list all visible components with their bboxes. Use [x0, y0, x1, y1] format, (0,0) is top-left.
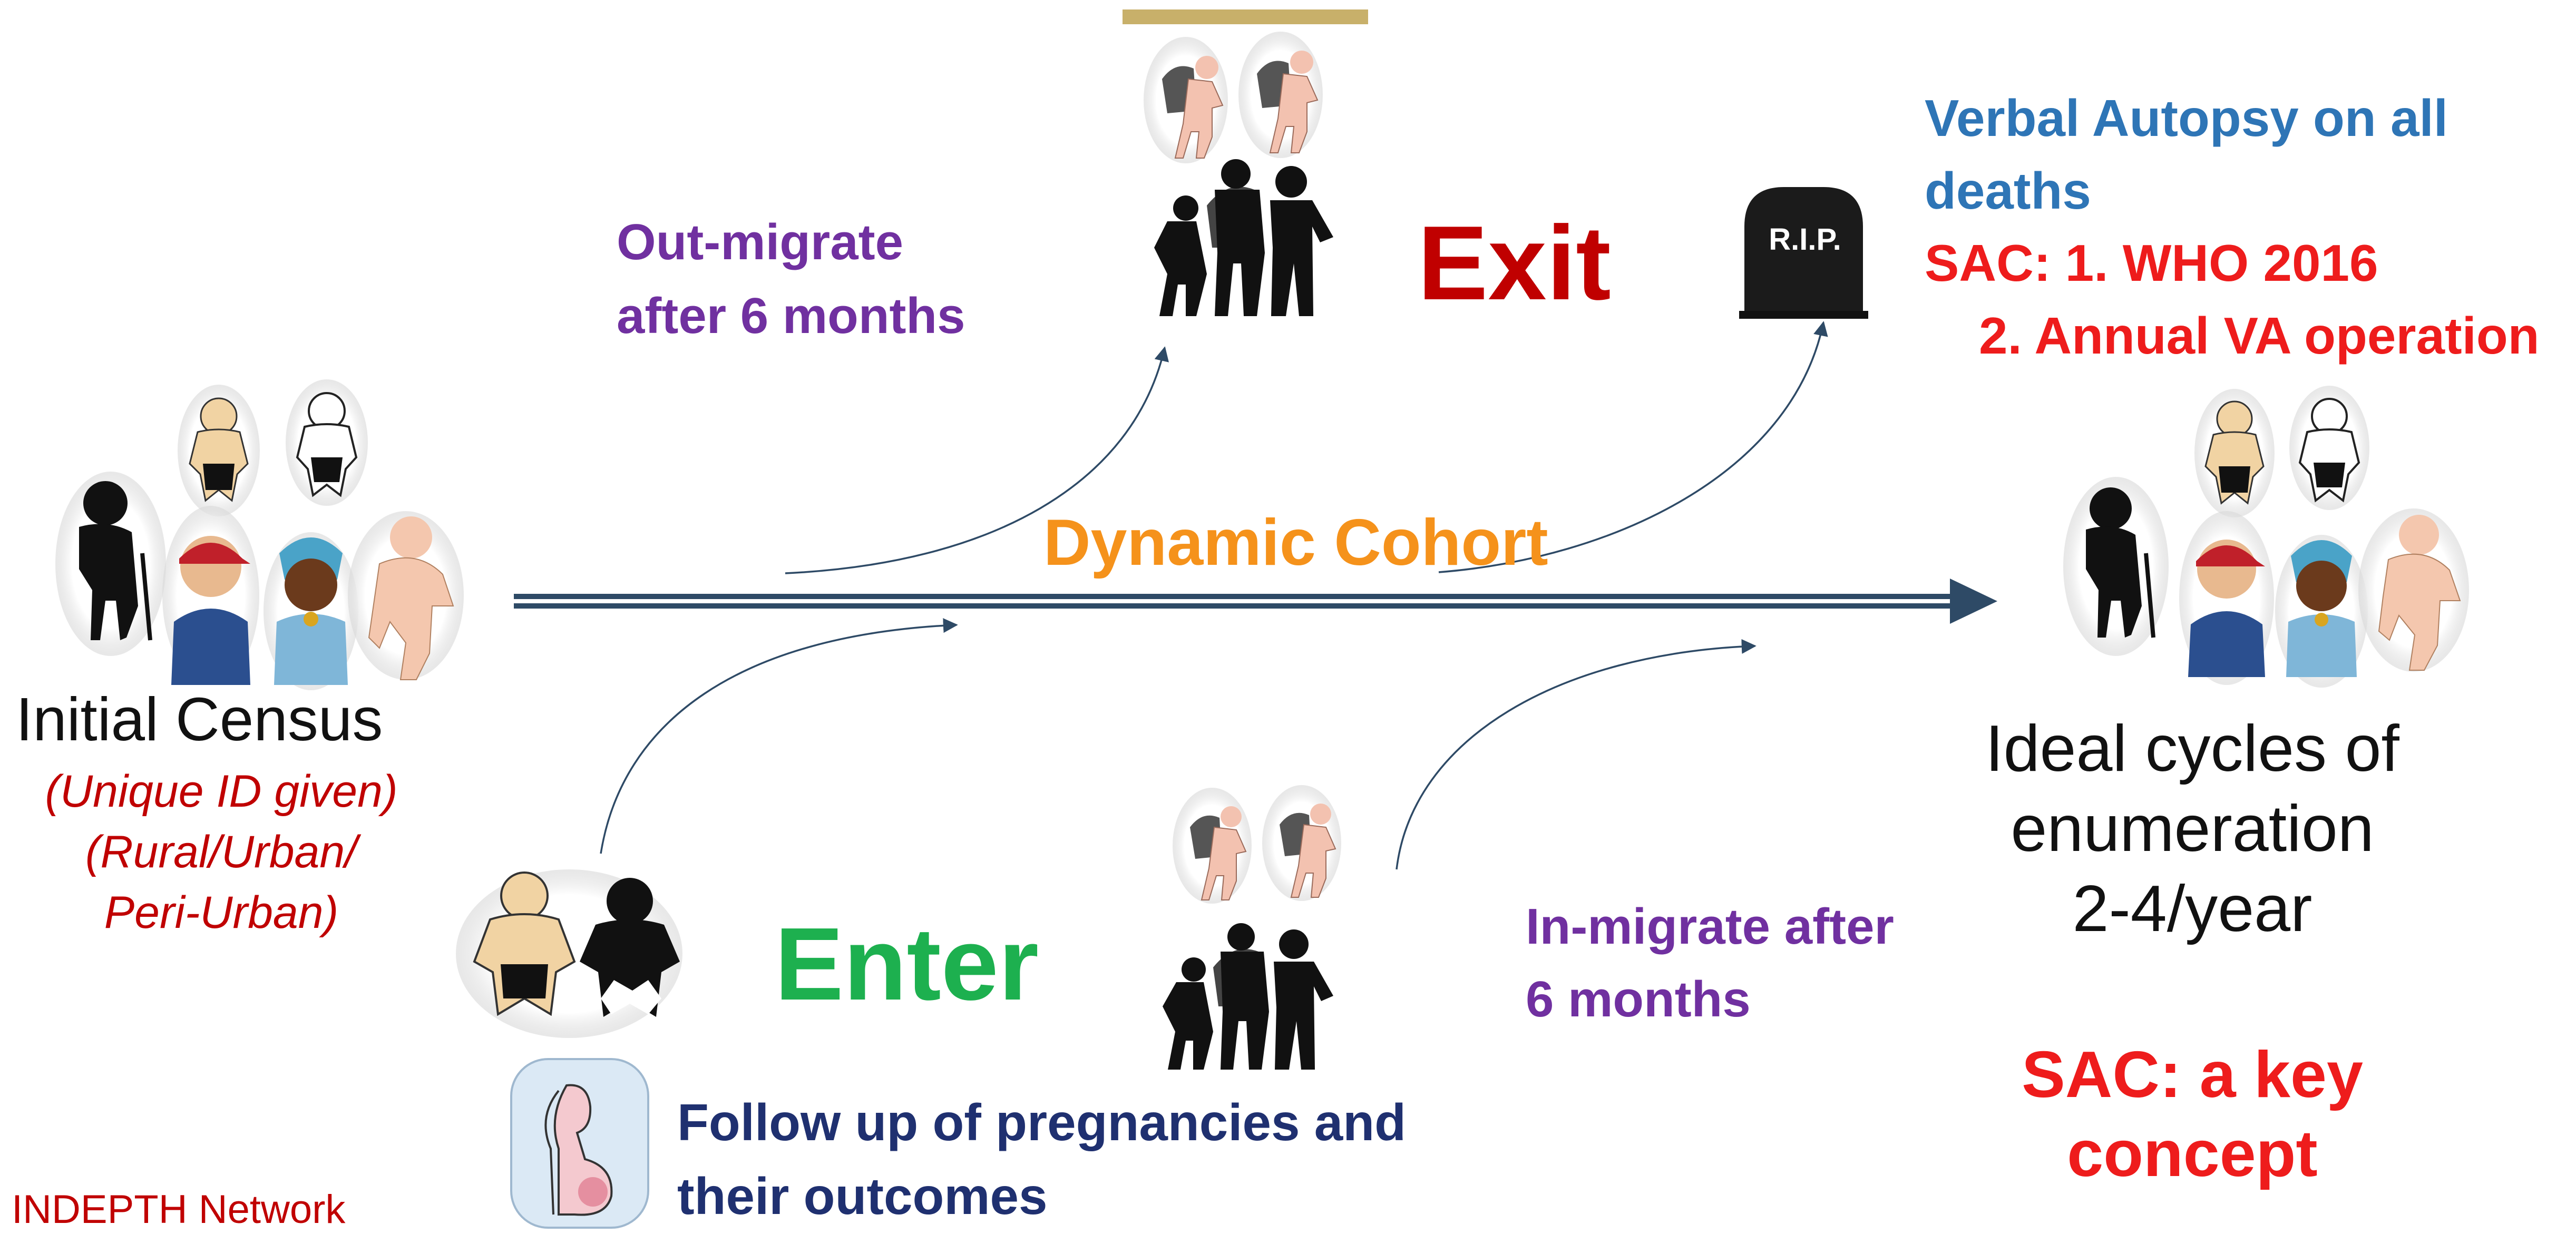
in-migrate-label: In-migrate after 6 months	[1526, 890, 1894, 1036]
verbal-autopsy-line-1: Verbal Autopsy on all	[1925, 89, 2448, 147]
ideal-cycles-label: Ideal cycles of enumeration 2-4/year	[1934, 709, 2451, 949]
sac-item-2: 2. Annual VA operation	[1979, 307, 2540, 365]
family-group-icon-right	[2063, 386, 2469, 688]
census-title: Initial Census	[16, 685, 383, 753]
pregnancy-line-2: their outcomes	[677, 1167, 1048, 1225]
census-note-3: Peri-Urban)	[104, 887, 339, 938]
enter-title: Enter	[775, 906, 1039, 1022]
verbal-autopsy-line-2: deaths	[1925, 162, 2091, 220]
census-notes: (Unique ID given) (Rural/Urban/ Peri-Urb…	[11, 761, 432, 943]
babies-icon	[456, 869, 682, 1038]
ideal-line-3: 2-4/year	[2072, 873, 2312, 945]
family-group-icon-left	[55, 379, 464, 690]
out-migrate-line-2: after 6 months	[617, 288, 965, 344]
in-migrate-line-1: In-migrate after	[1526, 898, 1894, 955]
exit-title: Exit	[1418, 204, 1611, 322]
birth-arrow	[600, 618, 958, 854]
pregnancy-line-1: Follow up of pregnancies and	[677, 1093, 1406, 1151]
timeline-label: Dynamic Cohort	[1043, 506, 1548, 579]
ideal-line-2: enumeration	[2011, 792, 2374, 865]
tombstone-icon	[1739, 187, 1868, 319]
footer-org: INDEPTH Network	[12, 1187, 346, 1232]
sac-key-line-1: SAC: a key	[2022, 1039, 2363, 1111]
out-migrate-label: Out-migrate after 6 months	[617, 205, 965, 353]
death-arrow	[1438, 321, 1828, 573]
verbal-autopsy-label: Verbal Autopsy on all deaths	[1925, 82, 2448, 227]
out-migrate-arrow	[785, 346, 1169, 574]
pregnancy-icon	[510, 1058, 649, 1229]
census-note-1: (Unique ID given)	[45, 766, 398, 817]
pregnancy-label: Follow up of pregnancies and their outco…	[677, 1085, 1406, 1233]
sac-key-concept: SAC: a key concept	[1934, 1035, 2451, 1193]
migrating-people-icon-top	[1144, 32, 1333, 316]
top-bar	[1123, 9, 1368, 24]
in-migrate-arrow	[1396, 639, 1757, 870]
timeline-arrow	[514, 579, 1997, 624]
migrating-people-icon-bottom	[1163, 785, 1341, 1070]
sac-key-line-2: concept	[2067, 1118, 2318, 1190]
out-migrate-line-1: Out-migrate	[617, 214, 904, 270]
census-note-2: (Rural/Urban/	[85, 827, 358, 877]
sac-item-1: SAC: 1. WHO 2016	[1925, 234, 2378, 292]
tombstone-label: R.I.P.	[1769, 222, 1841, 257]
in-migrate-line-2: 6 months	[1526, 971, 1751, 1027]
ideal-line-1: Ideal cycles of	[1985, 712, 2399, 785]
